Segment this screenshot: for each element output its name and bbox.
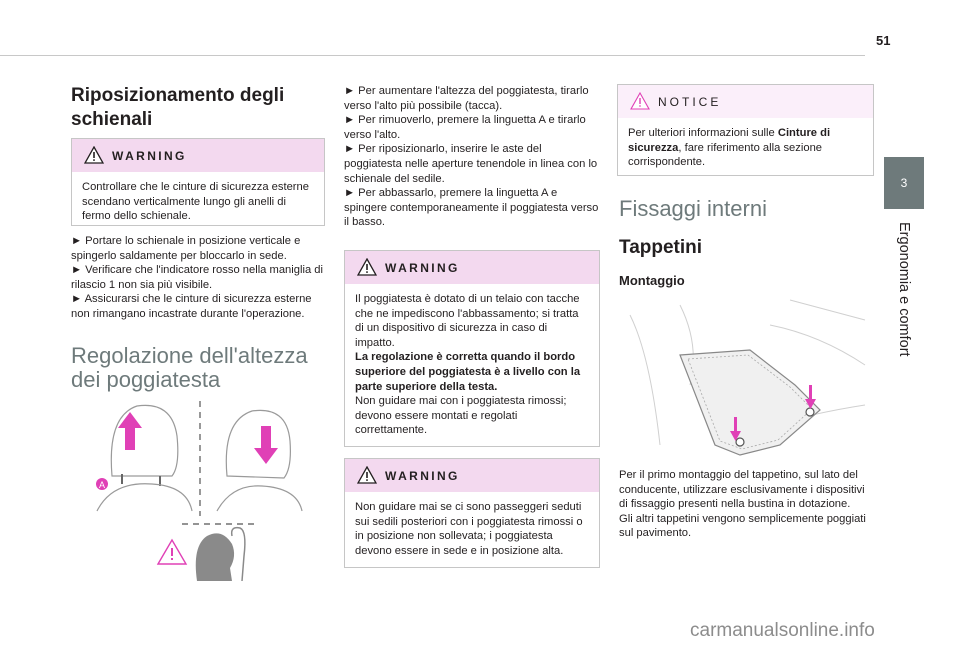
notice-box: NOTICE Per ulteriori informazioni sulle … (617, 84, 874, 176)
paragraph-montaggio: Per il primo montaggio del tappetino, su… (619, 468, 869, 541)
step-item: ► Verificare che l'indicatore rosso nell… (71, 264, 323, 291)
notice-icon (630, 92, 650, 110)
warning-icon (357, 258, 377, 276)
step-item: ► Portare lo schienale in posizione vert… (71, 235, 301, 262)
top-rule (0, 55, 865, 56)
page-number: 51 (876, 33, 891, 48)
warning-text: Controllare che le cinture di sicurezza … (82, 181, 309, 223)
watermark: carmanualsonline.info (690, 620, 875, 641)
headrest-illustration: A (96, 401, 303, 582)
chapter-label-text: Ergonomia e comfort (896, 222, 912, 357)
section-title-schienali: Riposizionamento degli schienali (71, 85, 285, 130)
warning-icon (357, 466, 377, 484)
warning-box-2: WARNING Il poggiatesta è dotato di un te… (344, 250, 600, 447)
chapter-tab[interactable]: 3 (884, 157, 924, 209)
warning-header: WARNING (345, 251, 599, 284)
notice-header: NOTICE (618, 85, 873, 118)
notice-label: NOTICE (658, 95, 722, 109)
warning-label: WARNING (385, 261, 460, 275)
step-item: ► Per aumentare l'altezza del poggiatest… (344, 85, 589, 112)
warning-text-bold: La regolazione è corretta quando il bord… (355, 351, 581, 393)
step-item: ► Assicurarsi che le cinture di sicurezz… (71, 293, 312, 320)
paragraph-1: Per il primo montaggio del tappetino, su… (619, 469, 865, 511)
notice-text-pre: Per ulteriori informazioni sulle (628, 127, 778, 139)
step-item: ► Per riposizionarlo, inserire le aste d… (344, 143, 598, 185)
warning-label: WARNING (385, 469, 460, 483)
warning-box-1: WARNING Controllare che le cinture di si… (71, 138, 325, 226)
warning-icon (84, 146, 104, 164)
warning-label: WARNING (112, 149, 187, 163)
warning-text-1: Il poggiatesta è dotato di un telaio con… (355, 293, 580, 349)
warning-header: WARNING (345, 459, 599, 492)
notice-link: Cinture di sicurezza (628, 127, 831, 154)
label-a: A (99, 480, 105, 490)
warning-text: Il poggiatesta è dotato di un telaio con… (345, 284, 599, 446)
notice-text: Per ulteriori informazioni sulle Cinture… (618, 118, 873, 178)
warning-header: WARNING (72, 139, 324, 172)
warning-text-2: Non guidare mai con i poggiatesta rimoss… (355, 395, 567, 437)
section-title-fissaggi: Fissaggi interni (619, 196, 767, 221)
notice-text-post: , fare riferimento alla sezione corrispo… (628, 141, 823, 169)
subtitle-tappetini: Tappetini (619, 237, 703, 258)
warning-text: Non guidare mai se ci sono passeggeri se… (355, 501, 583, 557)
chapter-label: Ergonomia e comfort (864, 222, 944, 422)
steps-col1: ► Portare lo schienale in posizione vert… (71, 234, 327, 322)
warning-box-3: WARNING Non guidare mai se ci sono passe… (344, 458, 600, 568)
floor-mat-illustration (629, 299, 866, 456)
step-item: ► Per rimuoverlo, premere la linguetta A… (344, 114, 586, 141)
section-title-poggiatesta: Regolazione dell'altezza dei poggiatesta (71, 343, 308, 392)
subsection-montaggio: Montaggio (619, 273, 685, 288)
steps-col2: ► Per aumentare l'altezza del poggiatest… (344, 84, 600, 230)
step-item: ► Per abbassarlo, premere la linguetta A… (344, 187, 599, 229)
paragraph-2: Gli altri tappetini vengono semplicement… (619, 512, 866, 540)
